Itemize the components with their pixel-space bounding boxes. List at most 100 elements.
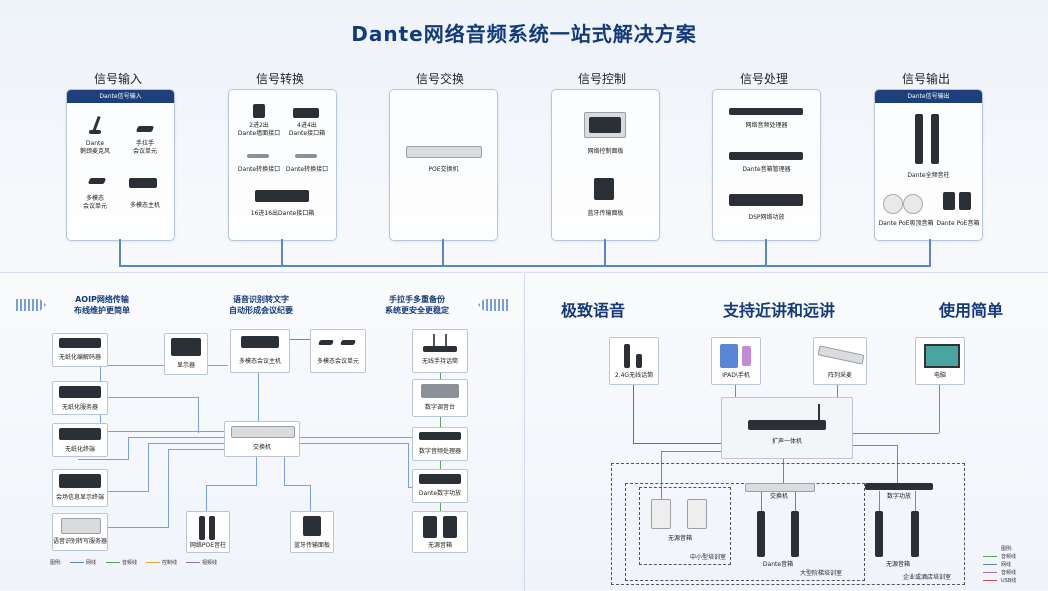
card-signal-output: Dante信号输出 Dante全频音柱 Dante PoE吸顶音箱 Dante … (874, 89, 983, 241)
enterprise-room-zone: 企业或酒店培训室 (611, 463, 965, 585)
label-hand-unit: 手拉手 会议单元 (132, 140, 157, 155)
right-head-3: 使用简单 (939, 301, 1004, 320)
label-2in2out: 2进2出 Dante墙面接口 (237, 122, 281, 137)
dante-speaker-icon (791, 511, 799, 557)
passive-column-icon (875, 511, 883, 557)
device-passive-speaker: 无源音箱 (412, 511, 468, 553)
passive-column-icon (911, 511, 919, 557)
left-head-2: 语音识别转文字 自动形成会议纪要 (229, 295, 293, 315)
device-recognition-server: 语音识别转写服务器 (52, 513, 108, 551)
right-head-2: 支持近讲和远讲 (723, 301, 836, 320)
label-multimodal-unit: 多模态 会议单元 (82, 195, 107, 210)
device-paperless-server: 无纸化服务器 (52, 381, 108, 415)
gooseneck-base-icon (89, 130, 101, 134)
device-digital-mixer: 数字调音台 (412, 379, 468, 417)
ceiling-speaker-icon (883, 194, 903, 214)
poe-speaker-icon (959, 192, 971, 210)
label-dante-mic: Dante 鹅颈麦克风 (79, 140, 110, 155)
label-big-passive: 无源音箱 (885, 561, 910, 568)
right-switch-icon (745, 483, 815, 492)
device-all-in-one: 扩声一体机 (721, 397, 853, 459)
label-bt-panel: 蓝牙传输面板 (587, 210, 624, 217)
label-dante-speaker: Dante音箱 (762, 561, 794, 568)
card-signal-input: Dante信号输入 Dante 鹅颈麦克风 手拉手 会议单元 多模态 会议单元 … (66, 89, 175, 241)
device-info-display: 会场信息显示终端 (52, 469, 108, 507)
multimodal-host-icon (129, 178, 157, 188)
label-ceiling-speaker: Dante PoE吸顶音箱 (878, 220, 934, 227)
multimodal-unit-icon (87, 178, 107, 184)
control-panel-icon (584, 112, 626, 138)
device-paperless-terminal: 无纸化终端 (52, 423, 108, 457)
device-array-mic: 阵列采麦 (813, 337, 867, 385)
label-right-amp: 数字功放 (886, 493, 911, 500)
card-signal-switch: POE交换机 (389, 89, 498, 241)
col-title-control: 信号控制 (577, 72, 626, 86)
arrow-deco-icon (478, 299, 508, 311)
label-4in4out: 4进4出 Dante接口箱 (288, 122, 326, 137)
interface-box-4-icon (293, 108, 319, 118)
arrow-deco-icon (16, 299, 46, 311)
label-audio-processor: 网络音频处理器 (745, 122, 788, 129)
right-legend: 图例: 音频线 网线 音频线 USB线 (983, 545, 1043, 589)
bus-drop (442, 239, 444, 266)
interface-box-16-icon (255, 190, 309, 202)
right-amp-icon (865, 483, 933, 490)
right-diagram-panel: 极致语音 支持近讲和远讲 使用简单 2.4G无线话筒 IPAD\手机 阵列采麦 … (524, 272, 1048, 591)
adapter-icon (247, 154, 269, 158)
label-full-column: Dante全频音柱 (907, 172, 950, 179)
poe-speaker-icon (943, 192, 955, 210)
label-16in16out: 16进16出Dante接口箱 (250, 210, 315, 217)
ceiling-speaker-icon (903, 194, 923, 214)
device-bt-panel: 蓝牙传输面板 (290, 511, 334, 553)
network-bus-line (119, 265, 931, 267)
bus-drop (765, 239, 767, 266)
col-title-convert: 信号转换 (255, 72, 304, 86)
audio-processor-icon (729, 108, 803, 115)
left-head-1: AOIP网络传输 布线维护更简单 (74, 295, 130, 315)
col-title-process: 信号处理 (739, 72, 788, 86)
bluetooth-panel-icon (594, 178, 614, 200)
dante-speaker-icon (757, 511, 765, 557)
card-head-input: Dante信号输入 (67, 90, 174, 103)
device-decoder: 无纸化编解码器 (52, 333, 108, 367)
wall-interface-icon (253, 104, 265, 118)
label-control-panel: 网络控制面板 (587, 148, 624, 155)
bus-drop (281, 239, 283, 266)
label-poe-switch: POE交换机 (428, 166, 459, 173)
device-network-switch[interactable]: 交换机 (224, 421, 300, 457)
label-adapter-1: Dante转换接口 (237, 166, 281, 173)
handheld-unit-icon (135, 126, 155, 132)
device-wireless-remote: 2.4G无线话筒 (609, 337, 659, 385)
col-title-switch: 信号交换 (415, 72, 464, 86)
label-dsp-amp: DSP网络功放 (748, 214, 785, 221)
bus-drop (929, 239, 931, 266)
label-small-passive: 无源音箱 (667, 535, 692, 542)
device-ipad-phone: IPAD\手机 (711, 337, 761, 385)
device-conference-host: 多模态会议主机 (230, 329, 290, 373)
small-room-zone: 中小型培训室 (639, 487, 731, 565)
card-signal-control: 网络控制面板 蓝牙传输面板 (551, 89, 660, 241)
speaker-manager-icon (729, 152, 803, 160)
card-signal-convert: 2进2出 Dante墙面接口 4进4出 Dante接口箱 Dante转换接口 D… (228, 89, 337, 241)
device-audio-processor: 数字音频处理器 (412, 427, 468, 461)
small-passive-speaker-icon (651, 499, 671, 529)
poe-switch-icon (406, 146, 482, 158)
left-head-3: 手拉手多重备份 系统更安全更稳定 (385, 295, 449, 315)
label-right-switch: 交换机 (769, 493, 788, 500)
column-speaker-icon (915, 114, 923, 164)
adapter-icon (295, 154, 317, 158)
right-head-1: 极致语音 (561, 301, 626, 320)
device-poe-column: 网络POE音柱 (186, 511, 230, 553)
label-multimodal-host: 多模态主机 (129, 202, 160, 209)
card-signal-process: 网络音频处理器 Dante音箱管理器 DSP网络功放 (712, 89, 821, 241)
label-poe-speaker: Dante PoE音箱 (936, 220, 980, 227)
bus-drop (119, 239, 121, 266)
small-passive-speaker-icon (687, 499, 707, 529)
col-title-output: 信号输出 (901, 72, 950, 86)
col-title-input: 信号输入 (93, 72, 142, 86)
left-legend: 图例: 网线 音频线 控制线 视频线 (50, 560, 218, 566)
device-dante-amp: Dante数字功放 (412, 469, 468, 503)
device-display: 显示器 (164, 333, 208, 375)
column-speaker-icon (931, 114, 939, 164)
label-adapter-2: Dante转换接口 (285, 166, 329, 173)
